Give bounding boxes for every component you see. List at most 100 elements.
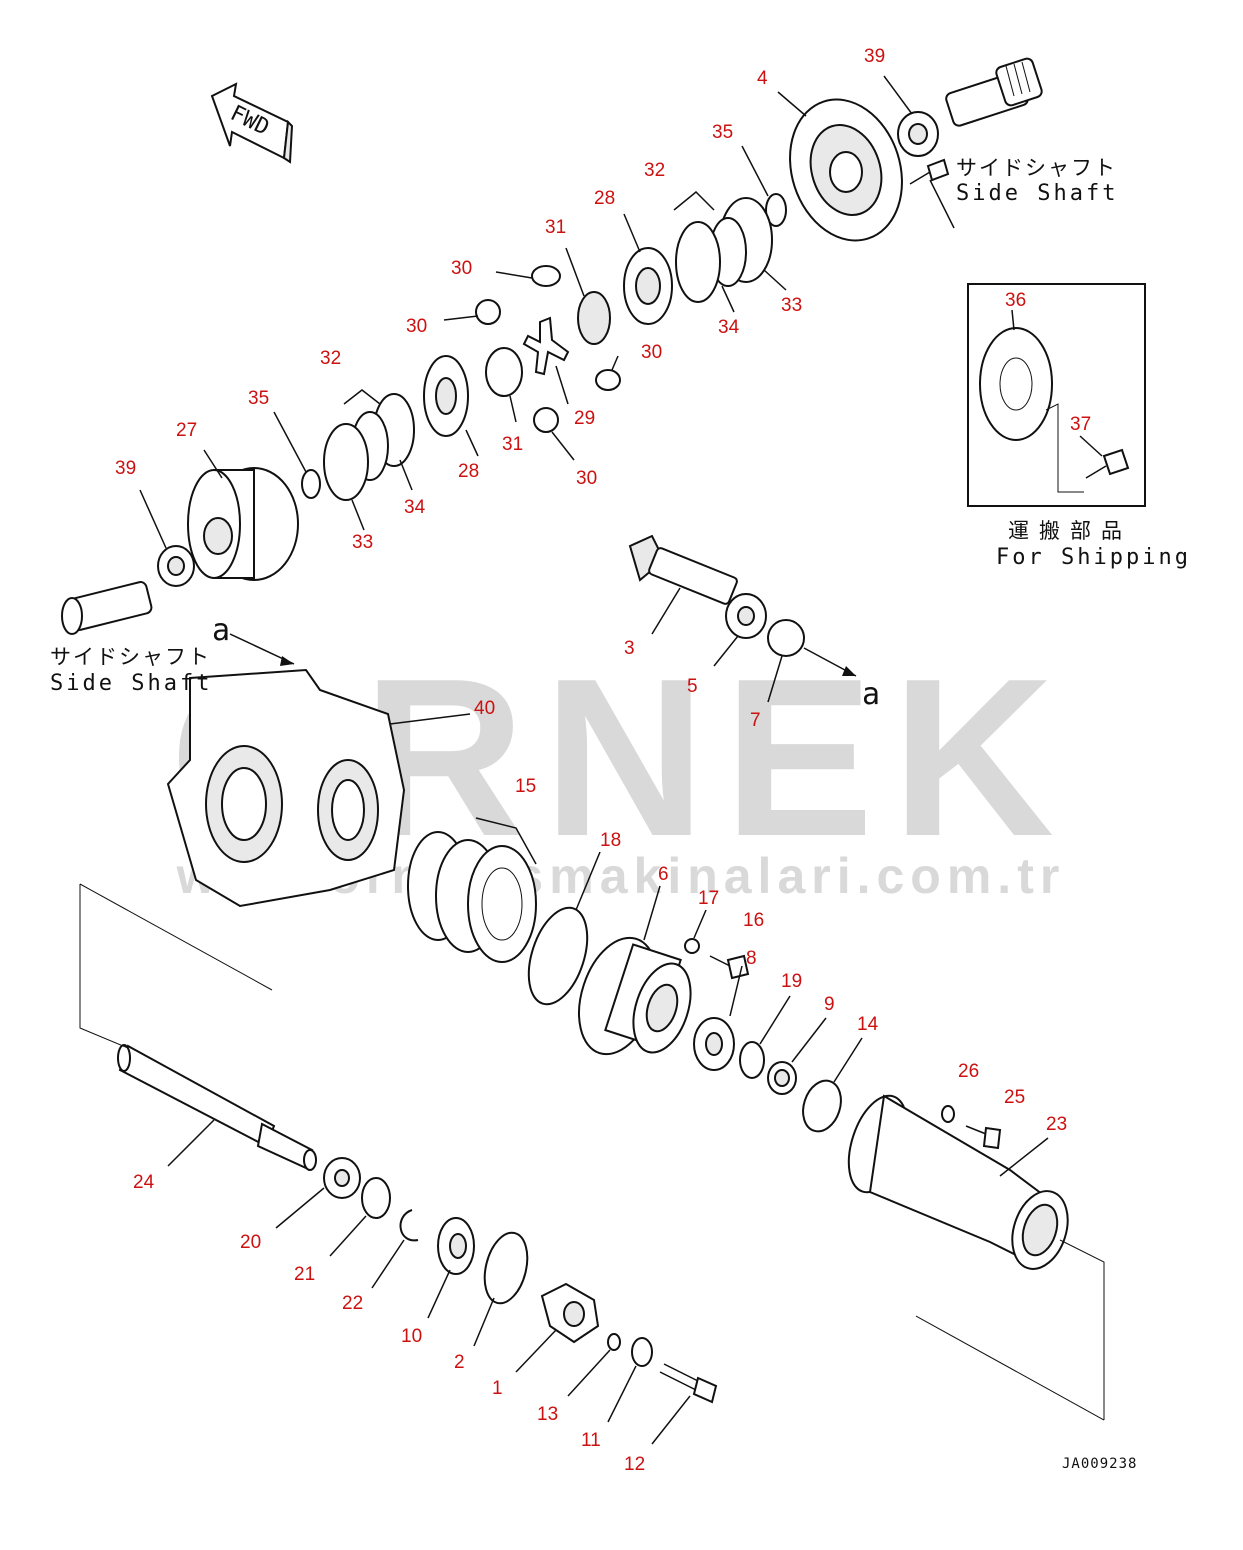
callout-30-a: 30 [451, 258, 472, 279]
cage-6 [578, 936, 692, 1056]
axle-tube-23 [847, 1094, 1069, 1270]
fwd-arrow-icon: FWD [210, 82, 294, 164]
callout-18: 18 [600, 830, 621, 851]
pinion-shaft-3 [628, 534, 738, 605]
for-shipping-jp: 運搬部品 [1008, 519, 1132, 543]
section-marker-a-right: a [862, 677, 880, 712]
callout-27: 27 [176, 420, 197, 441]
callout-34-lower: 34 [404, 497, 426, 518]
callout-31-lower: 31 [502, 434, 523, 455]
bolt-38 [909, 158, 950, 185]
callout-25: 25 [1004, 1087, 1025, 1108]
callout-30-d: 30 [576, 468, 597, 489]
axle-shaft-24 [117, 1044, 317, 1171]
callout-30-c: 30 [641, 342, 662, 363]
washer-35-lower [301, 469, 321, 499]
callout-30-b: 30 [406, 316, 427, 337]
side-shaft-left [61, 581, 153, 635]
spacer-7 [767, 619, 805, 657]
callout-5: 5 [687, 676, 698, 697]
callout-6: 6 [658, 864, 669, 885]
callout-4: 4 [757, 68, 768, 89]
callout-22: 22 [342, 1293, 363, 1314]
callout-37: 37 [1070, 414, 1091, 435]
annotations: サイドシャフト Side Shaft サイドシャフト Side Shaft 運搬… [50, 156, 1191, 1472]
callout-29: 29 [574, 408, 595, 429]
drawing-code: JA009238 [1062, 1456, 1137, 1472]
callout-labels: 39 4 35 32 28 31 30 30 33 34 30 32 35 27… [115, 46, 1091, 1475]
ring-gear-4 [789, 98, 903, 242]
pinion-30-d [533, 407, 559, 433]
callout-9: 9 [824, 994, 835, 1015]
callout-32-lower: 32 [320, 348, 341, 369]
callout-31-upper: 31 [545, 217, 566, 238]
pinion-30-c [595, 369, 621, 391]
callout-34-upper: 34 [718, 317, 740, 338]
callout-3: 3 [624, 638, 635, 659]
callout-24: 24 [133, 1172, 155, 1193]
callout-26: 26 [958, 1061, 979, 1082]
o-ring-13 [607, 1333, 621, 1351]
callout-35-lower: 35 [248, 388, 269, 409]
side-shaft-en-left: Side Shaft [50, 671, 212, 696]
side-shaft-jp-left: サイドシャフト [50, 645, 211, 669]
plate-33-lower [323, 423, 369, 501]
side-shaft-jp-right: サイドシャフト [956, 156, 1117, 180]
side-shaft-right [945, 57, 1043, 127]
o-ring-14 [802, 1079, 842, 1133]
pinion-30-b [475, 299, 501, 325]
o-ring-18 [527, 906, 589, 1006]
callout-28-lower: 28 [458, 461, 479, 482]
callout-7: 7 [750, 710, 761, 731]
callout-15: 15 [515, 776, 536, 797]
pinion-30-a [531, 265, 561, 287]
diff-case-27 [187, 467, 299, 581]
callout-21: 21 [294, 1264, 315, 1285]
ring-19 [739, 1041, 765, 1079]
group-bracket-right [1059, 1239, 1105, 1420]
callout-39-lower: 39 [115, 458, 136, 479]
leader-lines [139, 75, 1103, 1445]
side-gear-31-upper [577, 291, 611, 345]
bolt-16 [709, 954, 750, 980]
callout-16: 16 [743, 910, 764, 931]
callout-14: 14 [857, 1014, 879, 1035]
callout-13: 13 [537, 1404, 558, 1425]
callout-2: 2 [454, 1352, 465, 1373]
snap-ring-21 [361, 1177, 391, 1219]
callout-33-lower: 33 [352, 532, 373, 553]
callout-8: 8 [746, 948, 757, 969]
callout-10: 10 [401, 1326, 422, 1347]
side-shaft-en-right: Side Shaft [956, 181, 1118, 206]
callout-23: 23 [1046, 1114, 1067, 1135]
housing-40 [166, 668, 406, 908]
circlip-22 [399, 1209, 419, 1242]
group-bracket-left [79, 884, 129, 1049]
callout-36: 36 [1005, 290, 1026, 311]
callout-33-upper: 33 [781, 295, 802, 316]
callout-39-upper: 39 [864, 46, 885, 67]
callout-19: 19 [781, 971, 802, 992]
washer-11 [631, 1337, 653, 1367]
washer-17 [684, 938, 700, 954]
for-shipping-box [967, 283, 1146, 507]
washer-26 [941, 1105, 955, 1123]
side-gear-31-lower [485, 347, 523, 397]
callout-28-upper: 28 [594, 188, 615, 209]
callout-11: 11 [581, 1430, 601, 1451]
bolt-37 [1085, 448, 1130, 479]
spider-29 [522, 316, 570, 376]
section-marker-a-left: a [212, 613, 230, 648]
shield-2 [483, 1231, 529, 1305]
disc-pack-15 [407, 831, 537, 963]
cover-plate-36 [979, 327, 1053, 441]
for-shipping-en: For Shipping [996, 545, 1191, 570]
yoke-1 [540, 1282, 600, 1344]
bolt-25 [965, 1125, 1002, 1150]
washer-35-upper [765, 193, 787, 227]
callout-20: 20 [240, 1232, 261, 1253]
disc-32-upper [675, 221, 721, 303]
callout-12: 12 [624, 1454, 645, 1475]
